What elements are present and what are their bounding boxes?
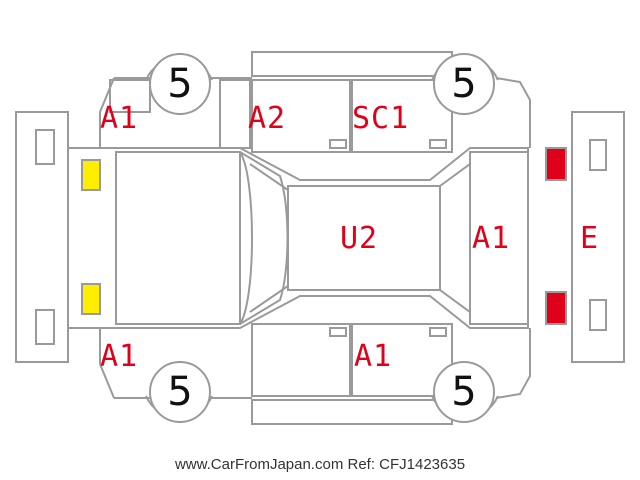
rear-bumper-detail-bottom — [589, 299, 607, 331]
right-front-fender — [99, 328, 252, 399]
tire-front-left-value: 5 — [167, 61, 192, 107]
rear-left-door-panel — [351, 79, 453, 153]
right-side-roof-rail — [251, 399, 453, 425]
rear-right-door-panel — [351, 323, 453, 397]
damage-code-front-right-fender: A1 — [100, 339, 138, 374]
headlight-bottom — [81, 283, 101, 315]
damage-code-roof: U2 — [340, 221, 378, 256]
front-bumper — [15, 111, 69, 363]
taillight-top — [545, 147, 567, 181]
rear-window — [439, 162, 471, 314]
damage-code-rear-left-door: SC1 — [352, 101, 409, 136]
front-right-door-panel — [251, 323, 351, 397]
rear-bumper — [571, 111, 625, 363]
damage-code-rear-right-door: A1 — [354, 339, 392, 374]
damage-code-rear-window: A1 — [472, 221, 510, 256]
damage-code-front-left-door: A2 — [248, 101, 286, 136]
car-body-outline — [67, 147, 529, 329]
left-front-fender — [99, 77, 252, 148]
headlight-top — [81, 159, 101, 191]
tire-rear-right-value: 5 — [451, 369, 476, 415]
front-bumper-detail-top — [35, 129, 55, 165]
tire-front-left — [149, 53, 211, 115]
windshield-inner — [249, 163, 289, 313]
taillight-bottom — [545, 291, 567, 325]
windshield — [239, 151, 289, 325]
rear-bumper-detail-top — [589, 139, 607, 171]
footer-reference: www.CarFromJapan.com Ref: CFJ1423635 — [174, 456, 466, 473]
front-bumper-detail-bottom — [35, 309, 55, 345]
rear-left-door-handle — [429, 139, 447, 149]
hood — [115, 151, 241, 325]
front-left-door-panel — [251, 79, 351, 153]
tire-rear-right — [433, 361, 495, 423]
left-side-panel — [109, 79, 251, 149]
damage-code-rear-bumper: E — [580, 221, 599, 256]
damage-code-front-left-fender: A1 — [100, 101, 138, 136]
left-side-roof-rail — [251, 51, 453, 77]
rear-right-door-handle — [429, 327, 447, 337]
tire-rear-left-value: 5 — [451, 61, 476, 107]
rear-hatch — [469, 151, 529, 325]
tire-front-right — [149, 361, 211, 423]
tire-rear-left — [433, 53, 495, 115]
tire-front-right-value: 5 — [167, 369, 192, 415]
front-right-door-handle — [329, 327, 347, 337]
front-left-door-handle — [329, 139, 347, 149]
